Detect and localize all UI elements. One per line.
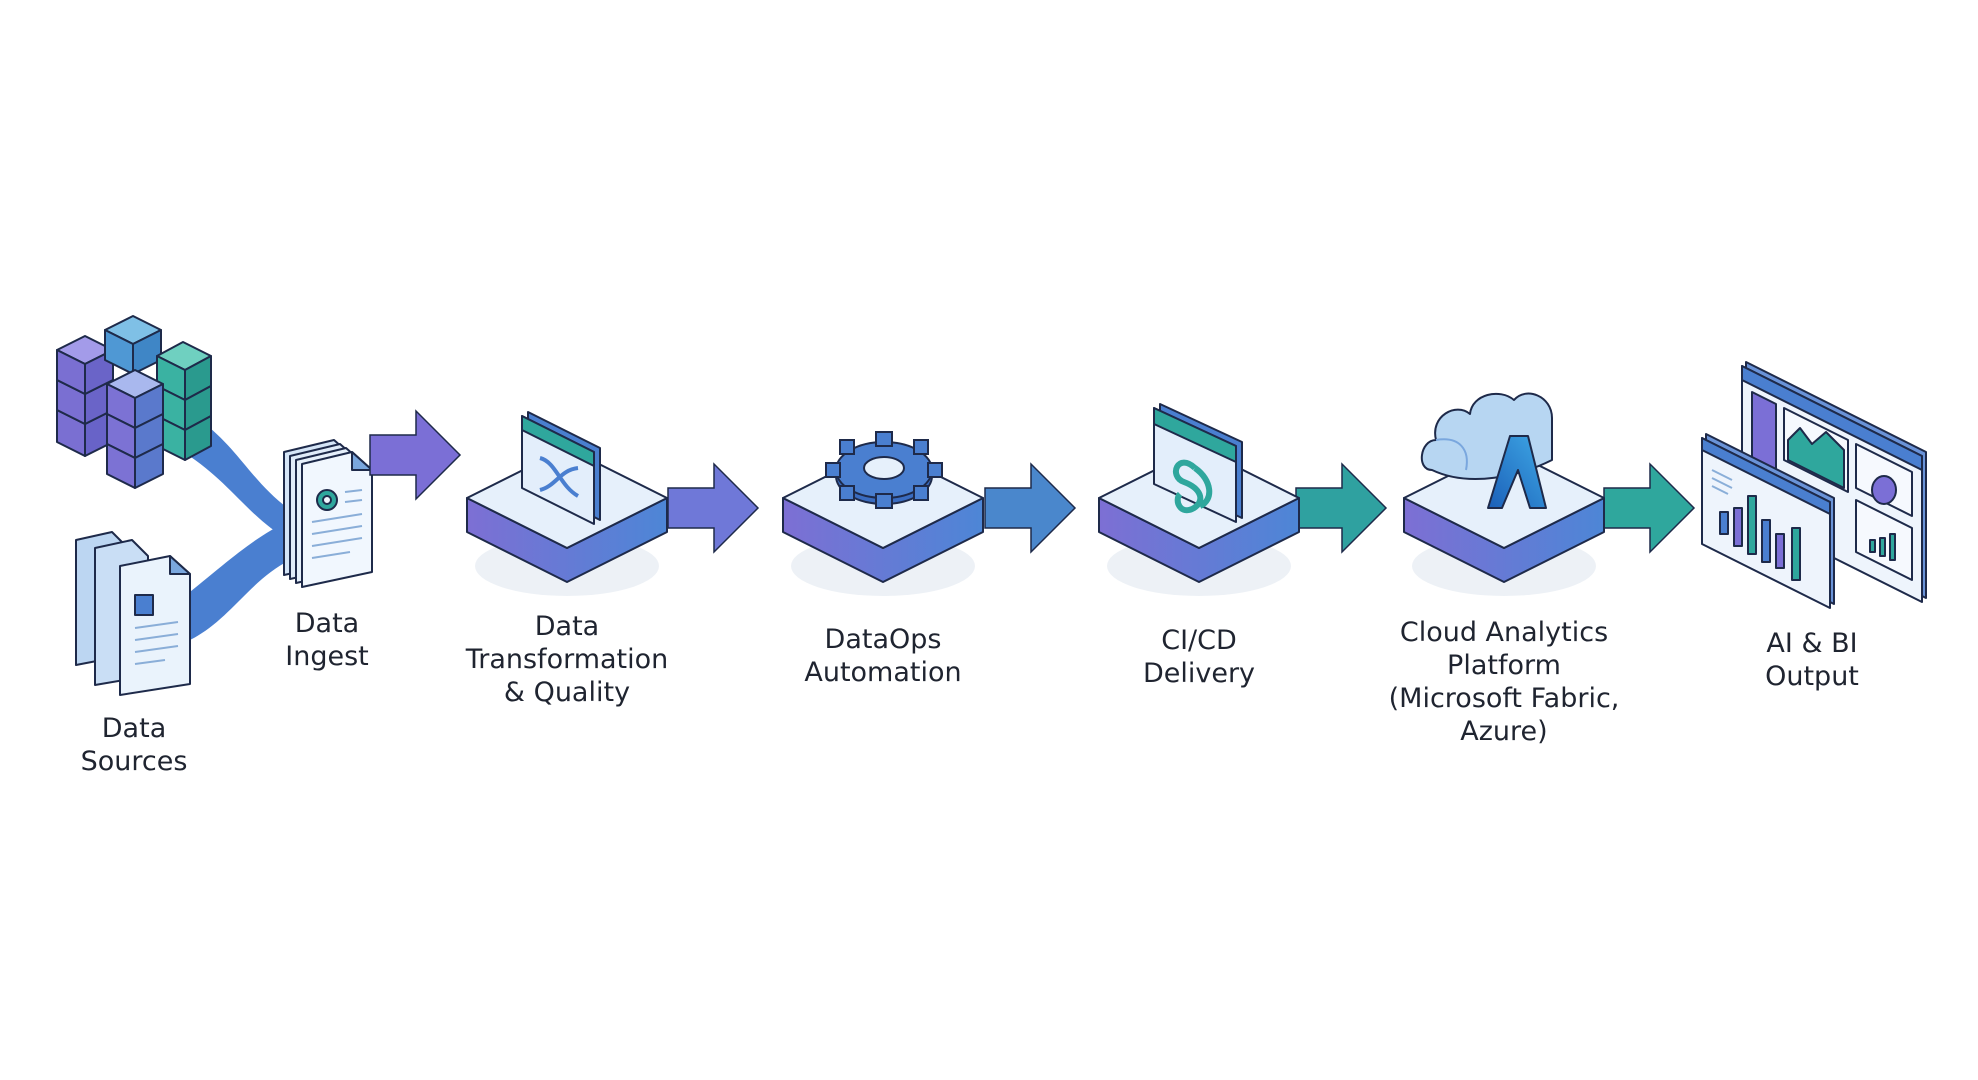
stage-label-line: Data [101, 713, 167, 744]
stage-label-line: Automation [804, 657, 962, 688]
flow-arrow-cicd-delivery-to-cloud-analytics [1295, 462, 1388, 554]
azure-cloud-icon [1421, 392, 1553, 509]
infinity-loop-window-icon [1153, 403, 1243, 523]
flow-band-top [180, 420, 290, 540]
stage-label-line: (Microsoft Fabric, [1388, 683, 1620, 714]
stage-label-line: Data [534, 611, 600, 642]
stage-label-line: Platform [1447, 650, 1561, 681]
shuffle-window-icon [521, 411, 601, 525]
document-gear-icon [283, 439, 373, 588]
stage-label-line: CI/CD [1161, 625, 1237, 656]
stage-label-line: Data [294, 608, 360, 639]
stage-label-line: & Quality [503, 677, 631, 708]
database-cubes-icon [56, 315, 290, 640]
stage-label-line: Output [1765, 661, 1859, 692]
dashboard-icon [1701, 361, 1927, 609]
stage-label-line: Cloud Analytics [1399, 617, 1609, 648]
flow-arrow-cloud-analytics-to-ai-bi-output [1603, 462, 1696, 554]
flow-arrow-data-transformation-to-dataops-automation [667, 462, 760, 554]
stage-label-line: Azure) [1460, 716, 1548, 747]
flow-arrow-data-ingest-to-data-transformation [369, 409, 462, 501]
flow-arrow-dataops-automation-to-cicd-delivery [984, 462, 1077, 554]
gear-icon [825, 431, 943, 509]
flow-band-bottom [180, 520, 290, 640]
stage-label-line: DataOps [824, 624, 942, 655]
stage-label-line: Ingest [285, 641, 369, 672]
stage-label-line: AI & BI [1766, 628, 1858, 659]
stage-label-line: Sources [80, 746, 188, 777]
stage-label-line: Transformation [465, 644, 669, 675]
stage-label-line: Delivery [1142, 658, 1256, 689]
documents-icon [75, 531, 191, 696]
